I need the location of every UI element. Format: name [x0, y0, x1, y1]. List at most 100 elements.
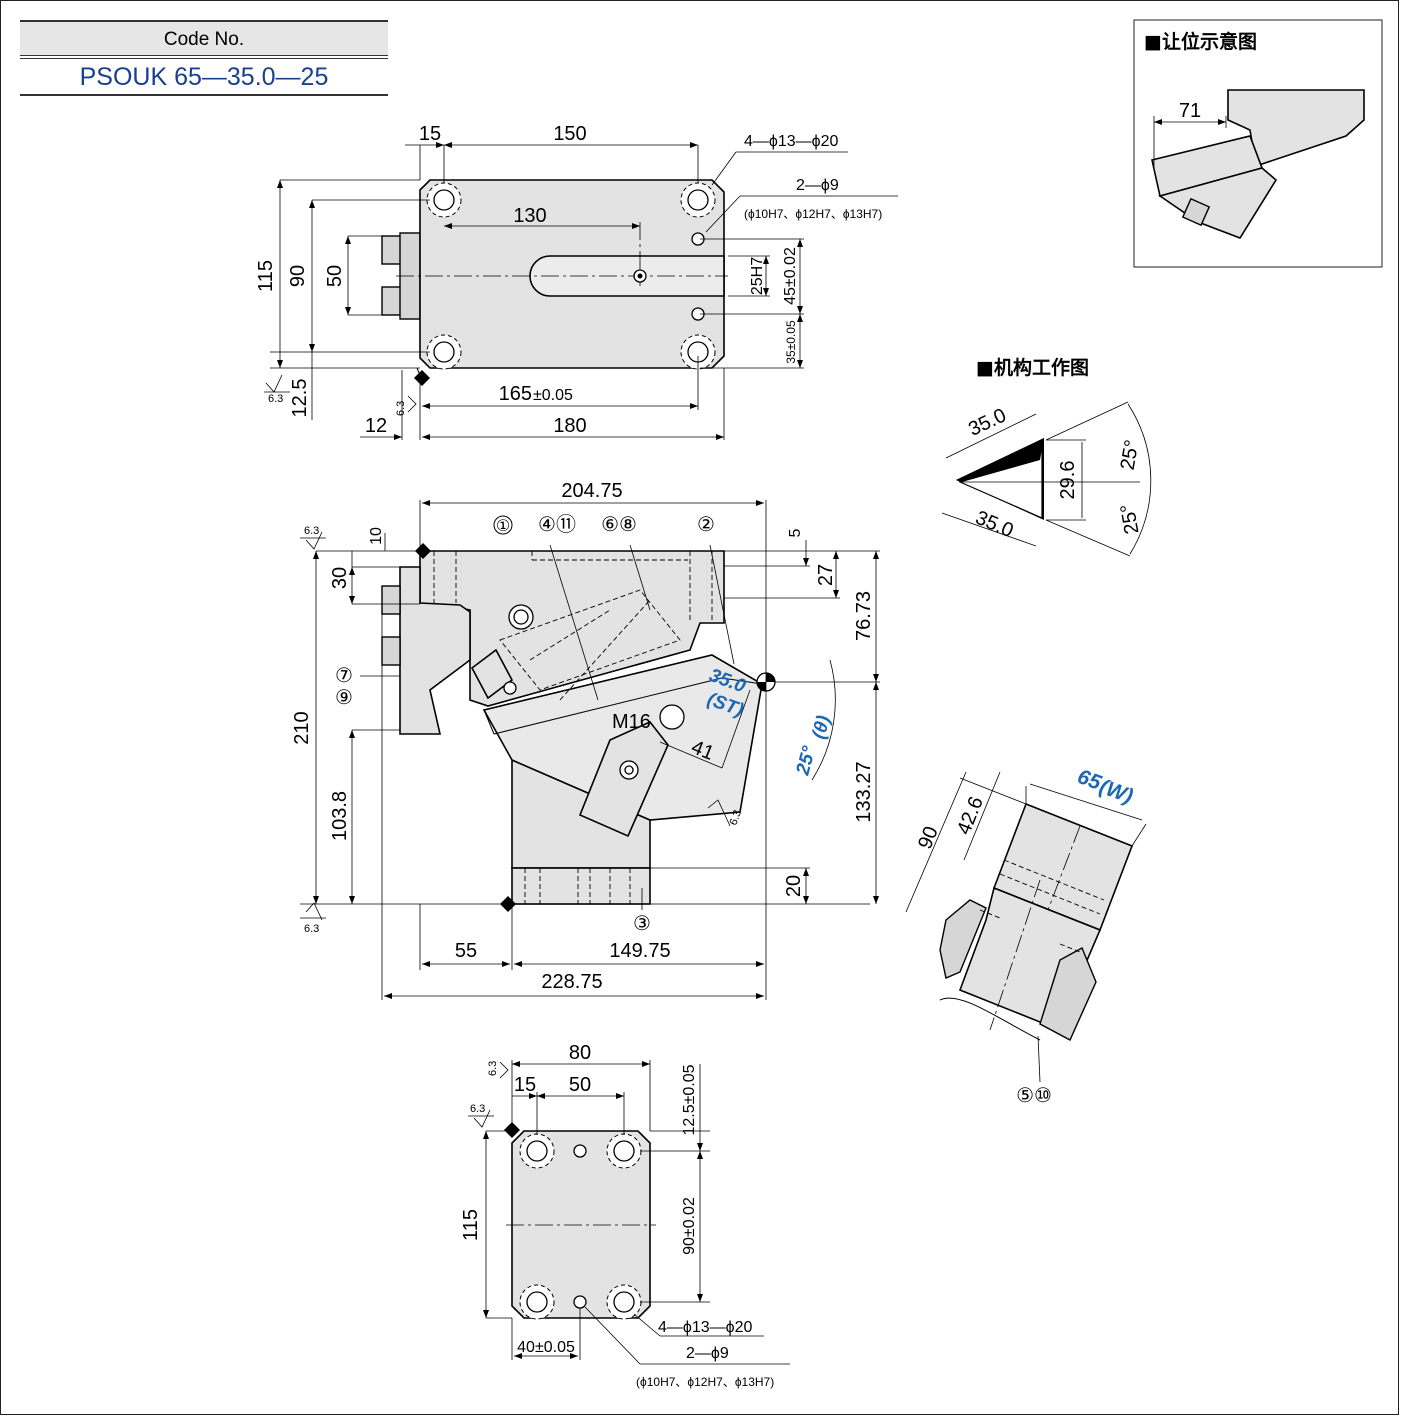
dim-front-55: 55: [455, 940, 477, 962]
svg-text:②: ②: [697, 514, 715, 536]
bottom-holes-4: 4—ϕ13—ϕ20: [658, 1319, 753, 1336]
front-callout-9: ⑨: [335, 687, 353, 709]
top-slot: [529, 255, 725, 297]
svg-text:⑨: ⑨: [335, 687, 353, 709]
dim-bottom-50: 50: [569, 1074, 591, 1096]
front-roughness-top: 6.3: [300, 525, 326, 550]
front-callout-7: ⑦: [335, 665, 353, 687]
dim-front-204-75: 204.75: [561, 480, 622, 502]
front-pin-upper: [381, 585, 401, 615]
bottom-roughness-1: 6.3: [487, 1061, 509, 1079]
dim-front-20: 20: [783, 875, 805, 897]
svg-text:6.3: 6.3: [268, 393, 283, 405]
clearance-upper-body: [1227, 89, 1365, 168]
svg-text:6.3: 6.3: [728, 809, 745, 827]
dim-top-115: 115: [255, 260, 277, 292]
dim-top-12: 12: [365, 415, 387, 437]
front-callout-3: ③: [633, 913, 651, 935]
dim-bottom-40: 40±0.05: [517, 1339, 575, 1356]
front-m16-label: M16: [612, 711, 651, 733]
bottom-dowel-hole-lower: [573, 1295, 587, 1309]
top-holes-2: 2—ϕ9: [796, 177, 839, 194]
dim-top-25h7: 25H7: [749, 257, 766, 295]
svg-text:⑥⑧: ⑥⑧: [601, 514, 637, 536]
bottom-dowel-hole-upper: [573, 1144, 587, 1158]
dim-front-228-75: 228.75: [541, 971, 602, 993]
clearance-follower: [1181, 197, 1211, 227]
svg-text:⑦: ⑦: [335, 665, 353, 687]
bottom-holes-2-note: (ϕ10H7、ϕ12H7、ϕ13H7): [636, 1375, 774, 1389]
dim-bottom-80: 80: [569, 1042, 591, 1064]
clearance-inset: ■让位示意图 71: [1133, 19, 1383, 268]
bottom-counterbore-holes: [519, 1133, 642, 1320]
svg-text:①: ①: [496, 518, 510, 535]
dim-front-133-27: 133.27: [853, 761, 875, 822]
mech-dim-35-top: 35.0: [965, 404, 1010, 440]
iso-width-label: (W): [1096, 775, 1136, 808]
mech-dim-35-bottom: 35.0: [972, 507, 1016, 542]
mechanism-inset: ■机构工作图 35.0 35.0 29.6 25° 25°: [941, 356, 1152, 557]
bottom-roughness-2: 6.3: [468, 1103, 494, 1128]
code-number-box: Code No. PSOUK 65—35.0—25: [20, 20, 388, 96]
dim-top-180: 180: [553, 415, 586, 437]
dim-top-90: 90: [287, 265, 309, 287]
svg-text:6.3: 6.3: [487, 1061, 499, 1076]
dim-front-103-8: 103.8: [329, 791, 351, 841]
dim-top-165-tol: ±0.05: [533, 387, 573, 404]
dim-bottom-115: 115: [460, 1209, 482, 1241]
bottom-plate: [511, 1130, 651, 1319]
dim-front-149-75: 149.75: [609, 940, 670, 962]
front-callout-2: ②: [697, 514, 715, 536]
iso-left-flange: [939, 899, 987, 979]
svg-text:6.3: 6.3: [304, 923, 319, 935]
mech-dim-29-6: 29.6: [1057, 461, 1079, 500]
front-clamp-plate: [399, 566, 471, 735]
top-pin-upper: [381, 235, 403, 265]
iso-right-flange: [1039, 947, 1097, 1041]
front-small-block: [470, 648, 514, 700]
dim-front-76-73: 76.73: [853, 591, 875, 641]
dim-top-130: 130: [513, 205, 546, 227]
dim-front-5: 5: [787, 528, 804, 537]
top-holes-4: 4—ϕ13—ϕ20: [744, 133, 839, 150]
dim-front-27: 27: [815, 564, 837, 586]
front-callout-4-11: ④⑪: [538, 513, 576, 536]
bottom-holes-2: 2—ϕ9: [686, 1345, 729, 1362]
front-pin-lower: [381, 636, 401, 666]
dim-top-50: 50: [324, 265, 346, 287]
top-pin-lower: [381, 286, 403, 316]
iso-dim-42-6: 42.6: [953, 794, 988, 838]
front-base: [511, 867, 651, 905]
clearance-title: ■让位示意图: [1144, 30, 1257, 53]
dim-top-35: 35±0.05: [784, 320, 798, 364]
svg-text:④⑪: ④⑪: [538, 513, 576, 536]
front-roughness-slope: 6.3: [707, 799, 745, 827]
top-roughness-left: 6.3: [264, 374, 290, 405]
dim-top-12-5: 12.5: [289, 379, 311, 418]
dim-top-15: 15: [419, 123, 441, 145]
bottom-view: 80 15 50 12.5±0.05 115 90±0.02 40±0.05 4…: [460, 1042, 790, 1389]
dim-top-150: 150: [553, 123, 586, 145]
front-cam-follower: [578, 721, 669, 838]
front-callout-6-8: ⑥⑧: [601, 514, 637, 536]
front-view: 204.75 10 30 5 27 76.73 210 103.8 133.27…: [291, 480, 880, 1000]
dim-top-45: 45±0.02: [782, 247, 799, 305]
top-view: 15 150 130 115 90 50 12.5 165 ±0.05 180 …: [255, 123, 898, 440]
dim-bottom-90: 90±0.02: [681, 1197, 698, 1255]
top-counterbore-holes: [426, 182, 716, 370]
dim-front-210: 210: [291, 711, 313, 744]
dim-front-10: 10: [368, 527, 385, 545]
svg-text:6.3: 6.3: [470, 1103, 485, 1115]
iso-callout-5-10: ⑤⑩: [1016, 1085, 1052, 1107]
iso-dim-90: 90: [914, 823, 943, 852]
code-label: Code No.: [20, 20, 388, 56]
iso-view: 65 (W) 90 42.6 ⑤⑩: [905, 765, 1147, 1107]
dim-bottom-12-5: 12.5±0.05: [681, 1064, 698, 1135]
code-value: PSOUK 65—35.0—25: [20, 58, 388, 96]
front-roughness-bottom: 6.3: [300, 902, 326, 935]
dim-bottom-15: 15: [514, 1074, 536, 1096]
front-m16-hole: [659, 704, 685, 730]
dim-front-30: 30: [329, 567, 351, 589]
